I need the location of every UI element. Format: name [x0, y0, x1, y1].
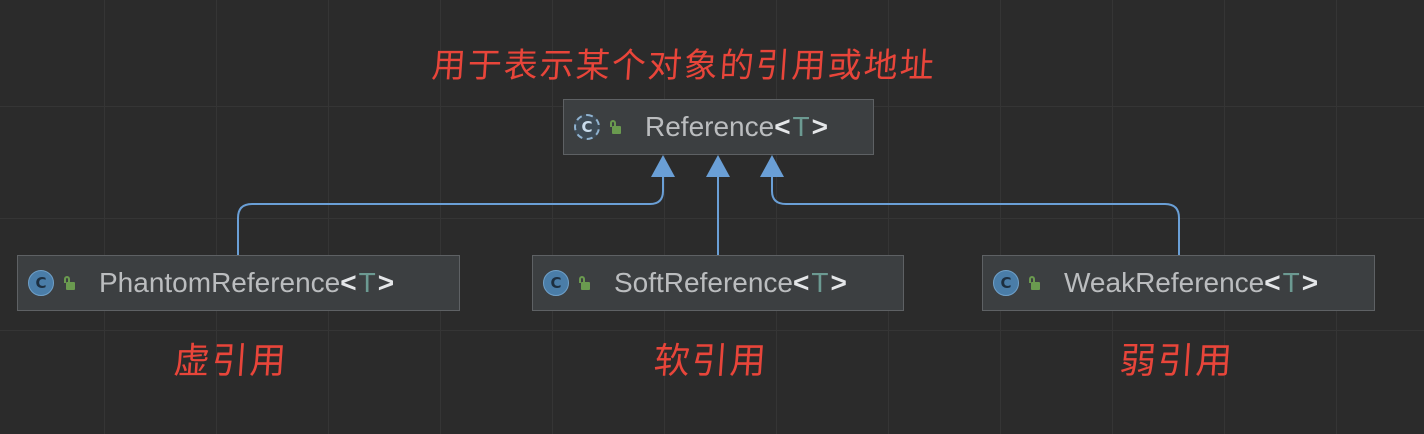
- soft-reference-annotation: 软引用: [652, 341, 770, 382]
- class-name-soft-reference: SoftReference<T>: [614, 267, 847, 299]
- class-name-text: WeakReference: [1064, 267, 1265, 298]
- generic-close: >: [830, 267, 847, 298]
- class-node-phantom-reference[interactable]: C PhantomReference<T>: [17, 255, 460, 311]
- class-name-text: Reference: [645, 111, 775, 142]
- class-name-reference: Reference<T>: [645, 111, 828, 143]
- weak-reference-annotation: 弱引用: [1118, 341, 1236, 382]
- lock-icon: [1028, 276, 1040, 290]
- arrowhead-phantom: [651, 155, 675, 177]
- class-icon: C: [993, 270, 1019, 296]
- abstract-class-icon: C: [574, 114, 600, 140]
- class-node-weak-reference[interactable]: C WeakReference<T>: [982, 255, 1375, 311]
- class-node-reference[interactable]: C Reference<T>: [563, 99, 874, 155]
- lock-icon: [63, 276, 75, 290]
- type-parameter: T: [792, 111, 810, 142]
- type-parameter: T: [1282, 267, 1300, 298]
- type-parameter: T: [358, 267, 376, 298]
- type-parameter: T: [811, 267, 829, 298]
- generic-close: >: [377, 267, 395, 298]
- class-name-text: PhantomReference: [99, 267, 341, 298]
- edge-weak-to-reference: [771, 174, 1180, 255]
- class-node-soft-reference[interactable]: C SoftReference<T>: [532, 255, 904, 311]
- edge-phantom-to-reference: [237, 174, 664, 255]
- class-name-text: SoftReference: [614, 267, 793, 298]
- arrowhead-weak: [760, 155, 784, 177]
- generic-open: <: [1264, 267, 1281, 298]
- arrowhead-soft: [706, 155, 730, 177]
- generic-open: <: [793, 267, 810, 298]
- generic-close: >: [811, 111, 829, 142]
- class-name-weak-reference: WeakReference<T>: [1064, 267, 1318, 299]
- class-icon: C: [28, 270, 54, 296]
- lock-icon: [578, 276, 590, 290]
- class-name-phantom-reference: PhantomReference<T>: [99, 267, 394, 299]
- phantom-reference-annotation: 虚引用: [172, 341, 290, 382]
- generic-open: <: [774, 111, 791, 142]
- generic-open: <: [340, 267, 357, 298]
- lock-icon: [609, 120, 621, 134]
- class-icon: C: [543, 270, 569, 296]
- reference-annotation: 用于表示某个对象的引用或地址: [430, 46, 938, 86]
- generic-close: >: [1301, 267, 1319, 298]
